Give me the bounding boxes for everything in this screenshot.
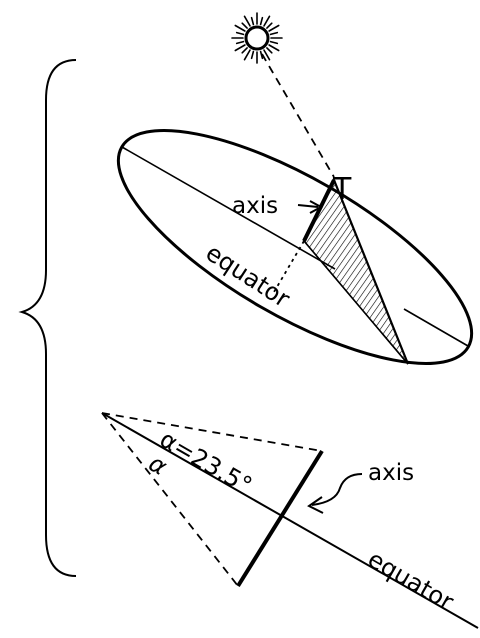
sun-ray [269, 40, 279, 45]
sun-ray [266, 22, 273, 29]
sun-ray [235, 40, 245, 45]
lower-dashed-left [101, 412, 239, 587]
lower-dashed-top [101, 412, 323, 452]
upper-axis-label: axis [232, 193, 278, 219]
sun-ray [250, 16, 255, 26]
lower-axis-label: axis [368, 460, 414, 486]
sun-ray [243, 15, 251, 27]
sun-ray [269, 31, 279, 36]
triangle-base [303, 240, 409, 365]
lower-axis-line [236, 449, 324, 588]
sun-ray [250, 50, 255, 60]
sun-ray [266, 47, 273, 54]
sun-ray [243, 49, 251, 61]
sun-ray [268, 24, 280, 32]
sun-ray [241, 22, 248, 29]
sun-ray [268, 44, 280, 52]
lower-equator-label: equator [363, 545, 458, 616]
tip-label: T [332, 172, 352, 207]
sun-ray-dashed [261, 53, 335, 178]
lower-equator-line [101, 412, 479, 629]
sun-ray [235, 31, 245, 36]
sun-icon [231, 12, 283, 64]
left-brace [18, 59, 77, 577]
equator-line-right [403, 308, 469, 347]
hypotenuse-line [332, 179, 410, 365]
alpha-label: α [144, 449, 172, 481]
dotted-guide [273, 240, 305, 293]
sun-ray [263, 15, 271, 27]
lower-axis-arrow [307, 473, 363, 514]
sun-ray [263, 49, 271, 61]
sun-ray [234, 44, 246, 52]
earth-orbit-ellipse [116, 129, 474, 365]
sun-ray [241, 47, 248, 54]
sun-ray [234, 24, 246, 32]
upper-axis-line [302, 179, 336, 242]
sun-ray [259, 16, 264, 26]
upper-axis-arrow [297, 200, 324, 214]
